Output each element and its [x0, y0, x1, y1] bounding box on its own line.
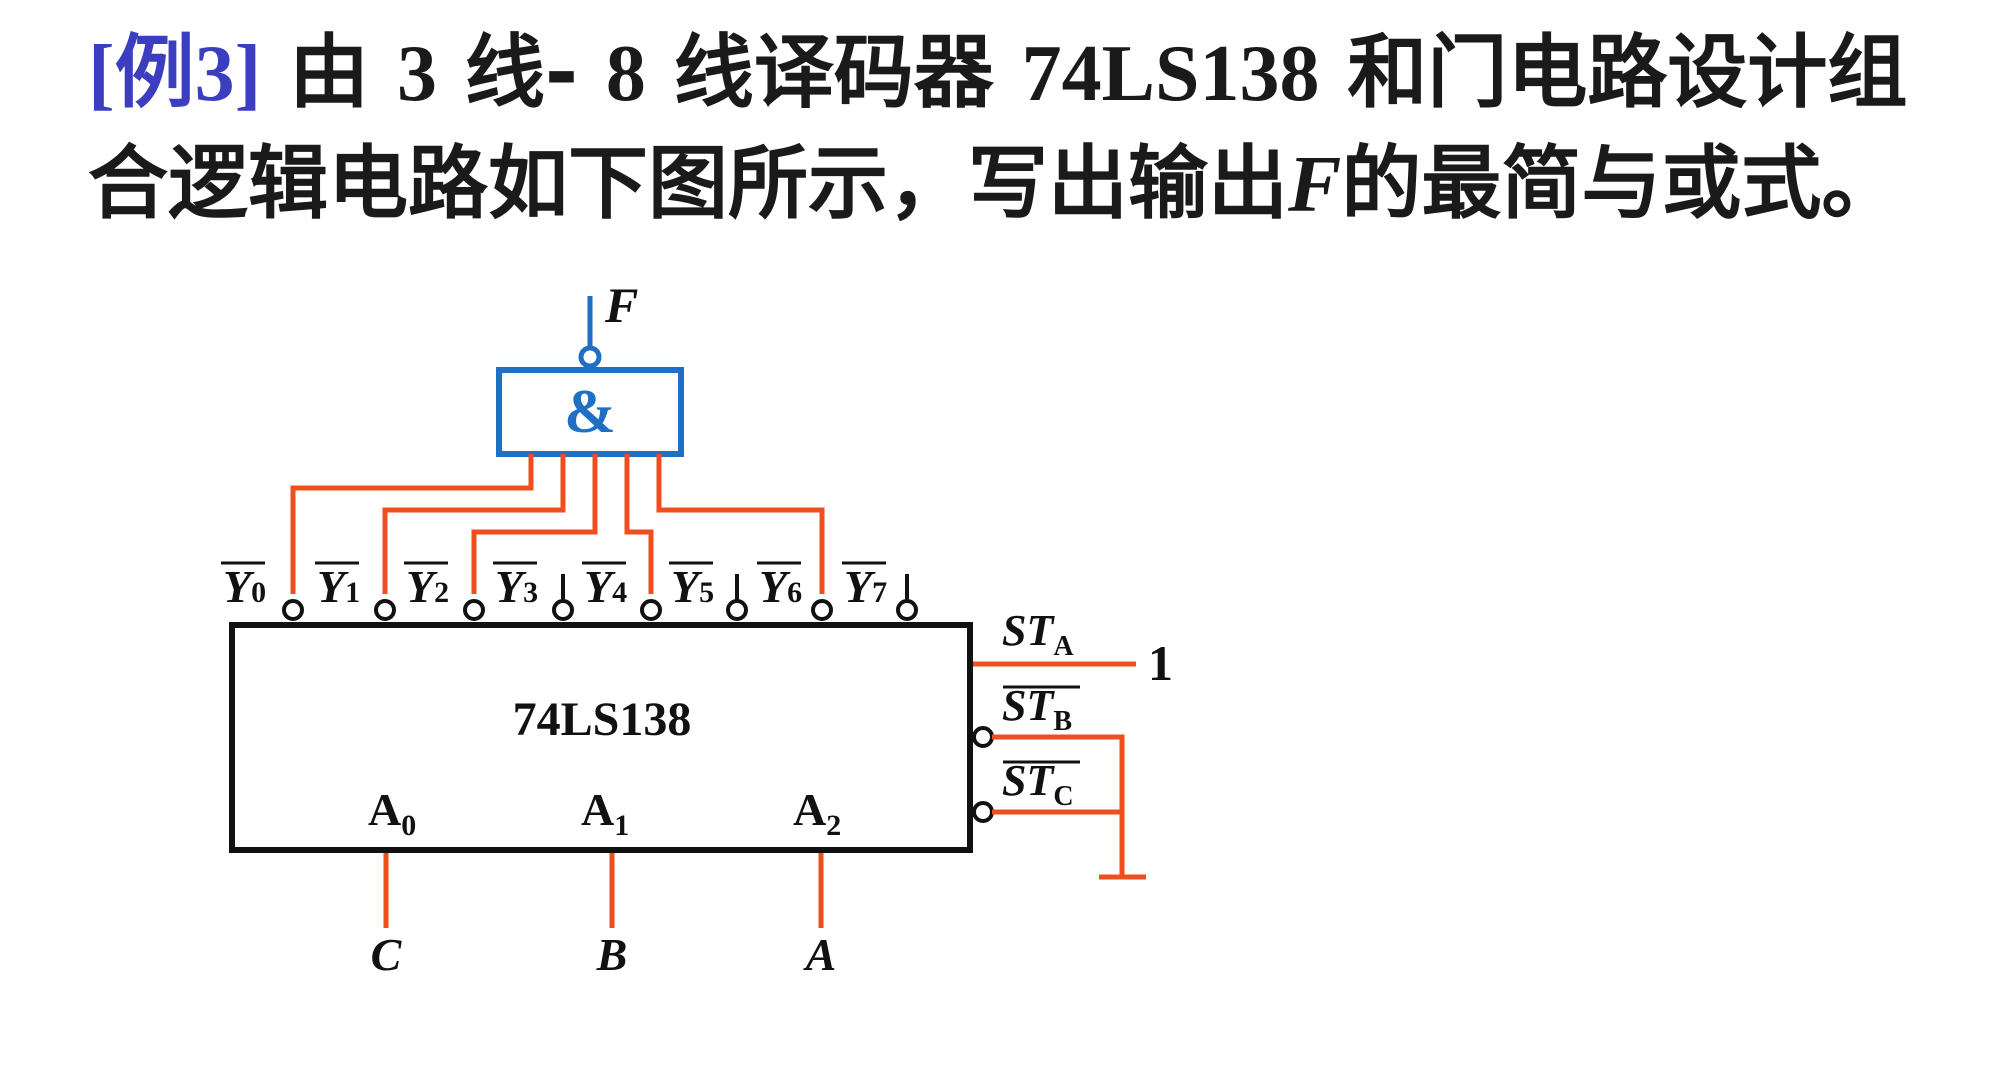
- signal-label-c: C: [371, 929, 403, 980]
- nand-gate-body: [496, 367, 684, 457]
- svg-text:Y7: Y7: [844, 561, 887, 612]
- decoder-chip-body: [229, 622, 973, 853]
- output-label-y5: Y5: [669, 561, 714, 612]
- nand-gate-symbol: &: [564, 378, 616, 446]
- output-pin-y1: [374, 599, 396, 621]
- output-label-y0: Y0: [221, 561, 266, 612]
- gate-output-label: F: [604, 277, 638, 333]
- output-pin-y2: [463, 599, 485, 621]
- nand-gate: & F: [496, 277, 684, 457]
- problem-line-1: [例3] 由 3 线- 8 线译码器 74LS138 和门电路设计组: [88, 26, 1908, 119]
- wire-y6: [656, 454, 825, 594]
- svg-text:Y3: Y3: [495, 561, 538, 612]
- address-pin-a2: A2: [793, 784, 841, 842]
- enable-label-st-a: STA: [1002, 606, 1074, 662]
- output-label-y7: Y7: [842, 561, 887, 612]
- svg-text:Y4: Y4: [584, 561, 627, 612]
- enable-inputs: STA 1 STB STC: [972, 606, 1173, 880]
- ground-wiring: [992, 734, 1146, 880]
- problem-line-2: 合逻辑电路如下图所示，写出输出F的最简与或式。: [88, 137, 1902, 230]
- address-inputs: A0 A1 A2 C B A: [368, 784, 841, 980]
- chip-label: 74LS138: [513, 693, 692, 746]
- unused-output-stubs: [561, 574, 909, 601]
- st-a-value: 1: [1148, 635, 1173, 691]
- output-pin-y5: [726, 599, 748, 621]
- output-label-y6: Y6: [757, 561, 802, 612]
- enable-pin-st-b: [972, 726, 994, 748]
- output-pin-y6: [811, 599, 833, 621]
- svg-text:Y5: Y5: [671, 561, 714, 612]
- enable-label-st-c: STC: [1002, 756, 1074, 812]
- address-pin-a0: A0: [368, 784, 416, 842]
- output-labels: Y0 Y1 Y2 Y3 Y4 Y5 Y6 Y7: [221, 561, 887, 612]
- gate-input-wires: [290, 454, 825, 594]
- output-label-y2: Y2: [404, 561, 449, 612]
- output-pins: [282, 599, 918, 621]
- wire-y4: [624, 454, 654, 594]
- wire-y2: [471, 454, 598, 594]
- signal-label-b: B: [596, 929, 628, 980]
- enable-pin-st-c: [972, 801, 994, 823]
- output-label-y1: Y1: [315, 561, 360, 612]
- nand-gate-inversion-bubble: [578, 345, 602, 369]
- signal-label-a: A: [803, 929, 837, 980]
- enable-label-st-b: STB: [1002, 681, 1072, 737]
- problem-statement: [例3] 由 3 线- 8 线译码器 74LS138 和门电路设计组 合逻辑电路…: [88, 18, 1968, 240]
- output-label-y4: Y4: [582, 561, 627, 612]
- svg-text:Y0: Y0: [223, 561, 266, 612]
- svg-text:Y2: Y2: [406, 561, 449, 612]
- svg-text:Y6: Y6: [759, 561, 802, 612]
- output-label-y3: Y3: [493, 561, 538, 612]
- output-pin-y4: [640, 599, 662, 621]
- output-pin-y0: [282, 599, 304, 621]
- output-pin-y7: [896, 599, 918, 621]
- wire-y0: [290, 454, 534, 594]
- output-pin-y3: [552, 599, 574, 621]
- example-tag: [例3]: [88, 30, 262, 118]
- address-pin-a1: A1: [581, 784, 629, 842]
- svg-text:Y1: Y1: [317, 561, 360, 612]
- wire-y1: [382, 454, 566, 594]
